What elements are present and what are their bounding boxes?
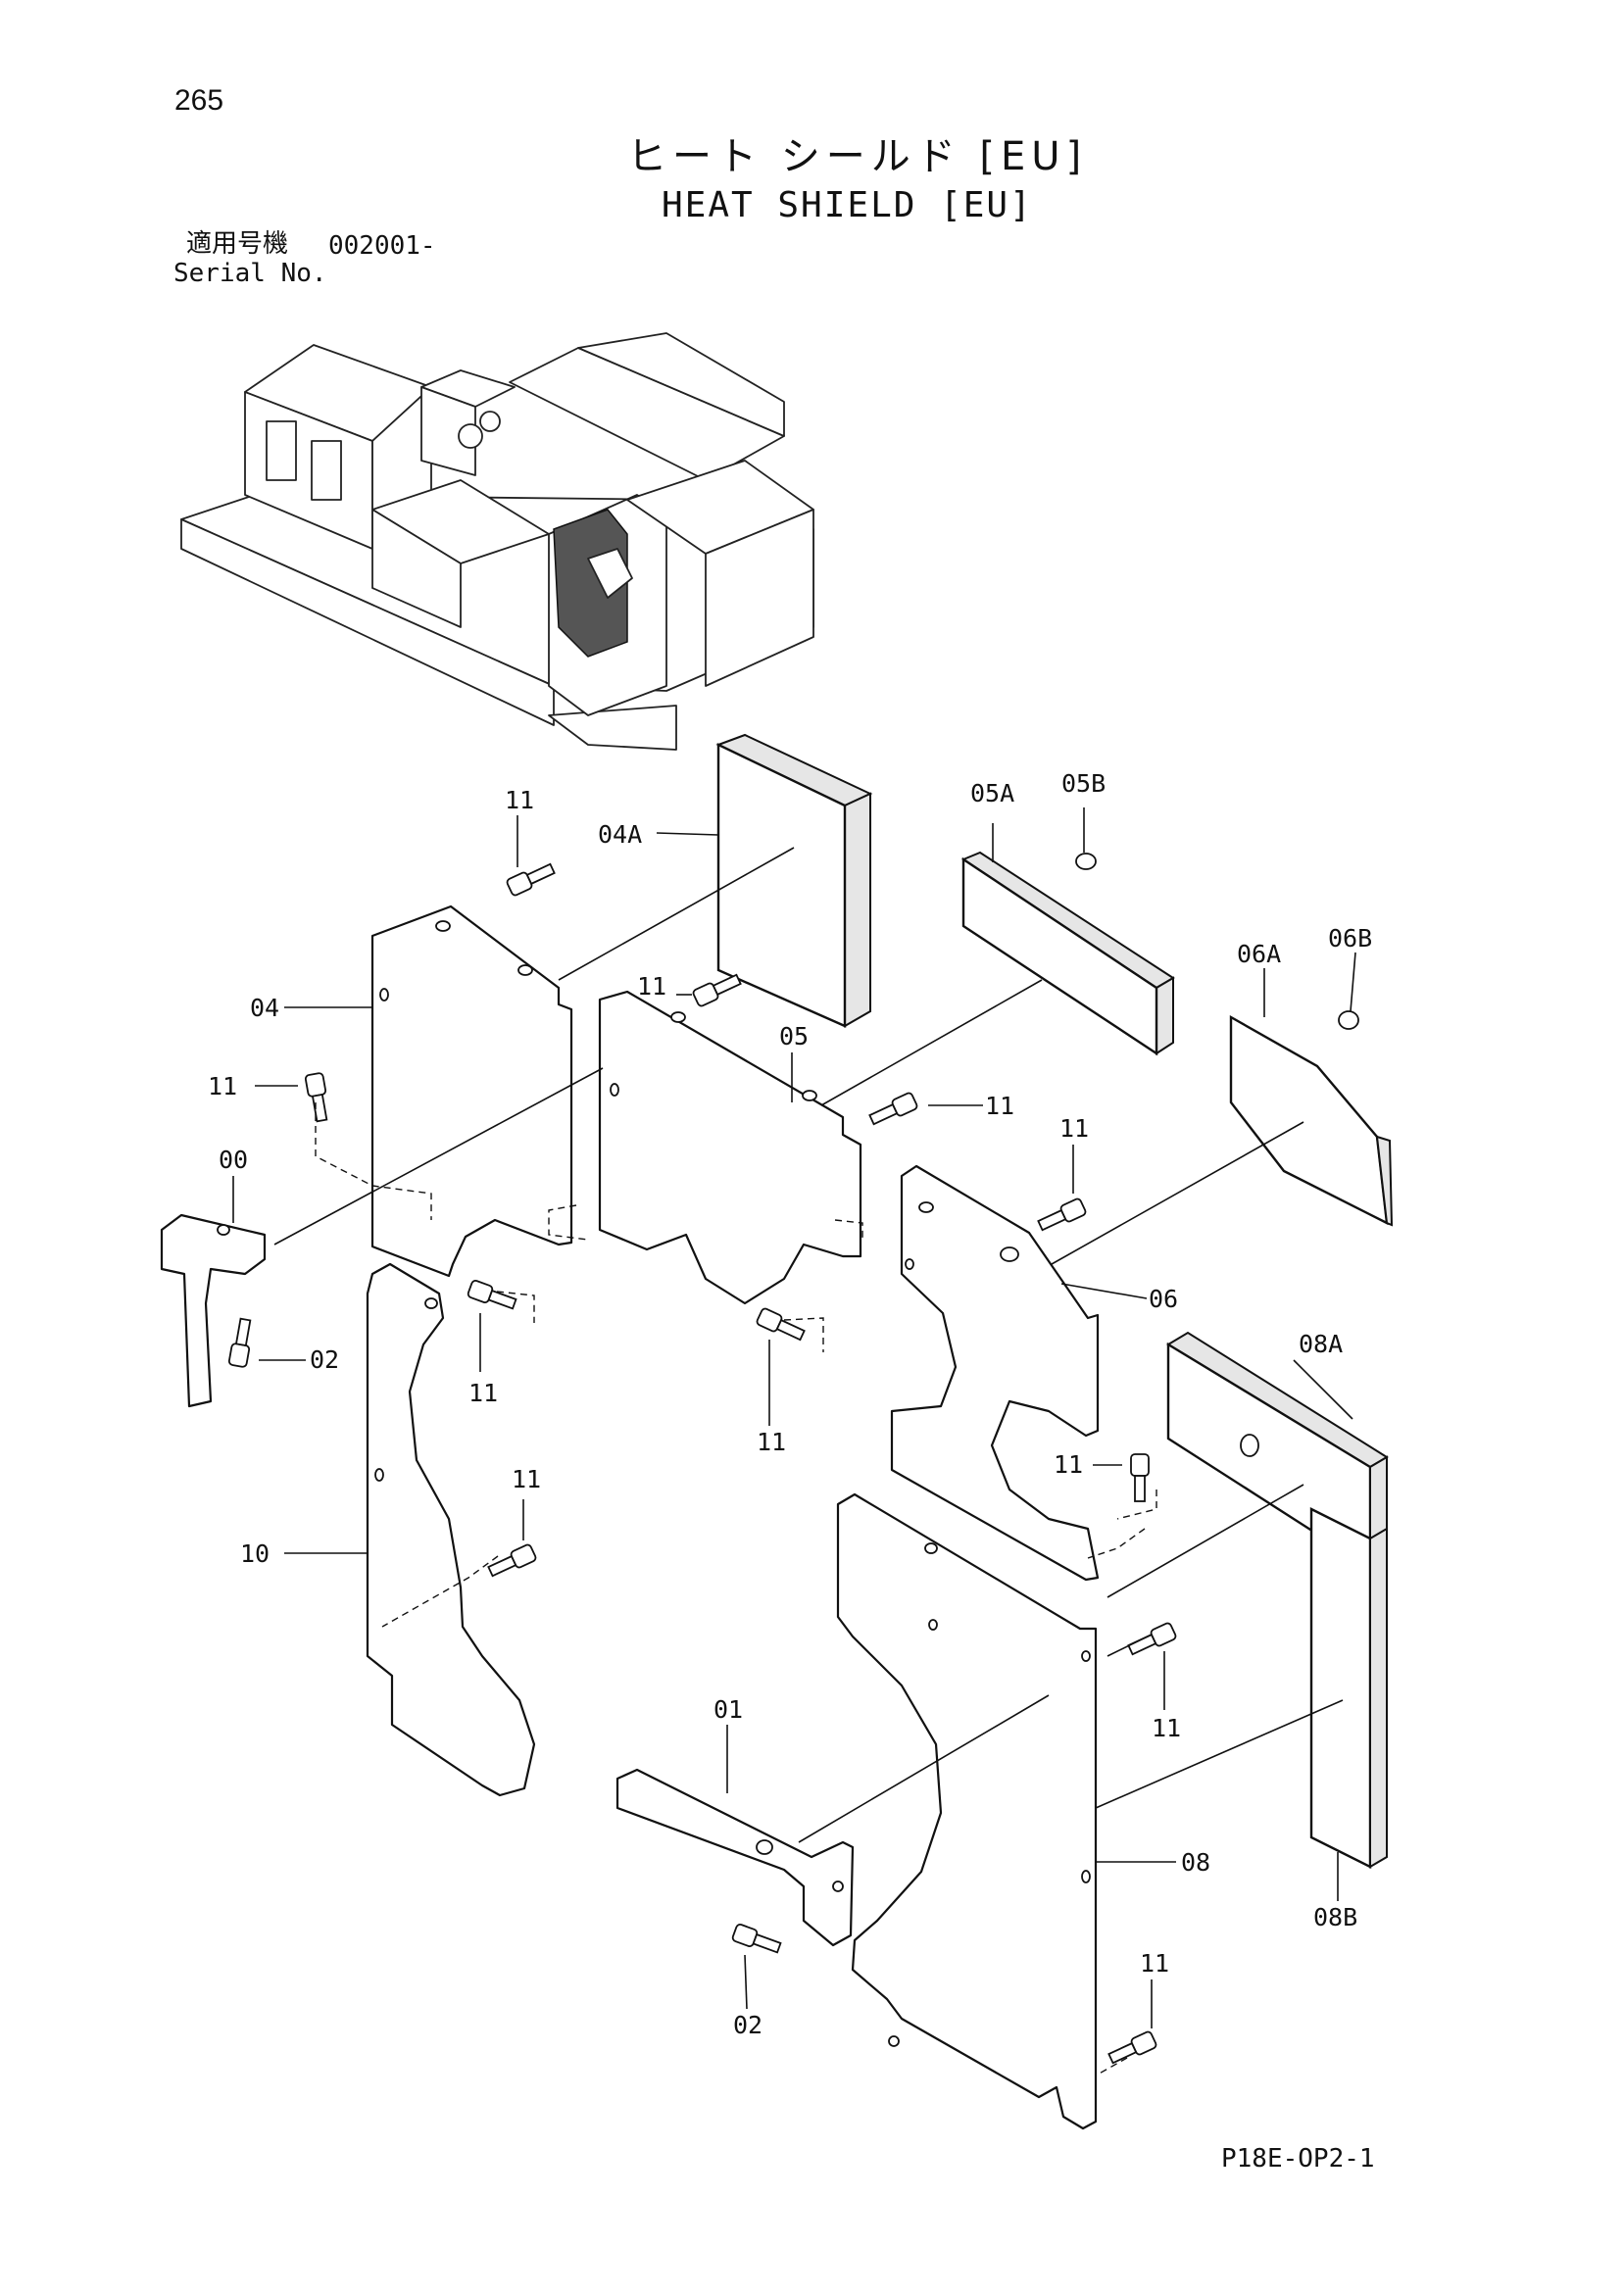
hidden-lines (315, 1102, 1157, 2076)
callout-06: 06 (1149, 1285, 1178, 1313)
callout-11: 11 (512, 1465, 541, 1493)
callout-06B: 06B (1328, 924, 1372, 953)
callout-04A: 04A (598, 820, 642, 849)
machine-overview-illustration (180, 332, 814, 751)
callout-11: 11 (1140, 1949, 1169, 1978)
serial-label-japanese: 適用号機 (186, 229, 289, 259)
bracket-00 (160, 1213, 267, 1408)
bracket-01 (615, 1768, 855, 1947)
title-english: HEAT SHIELD [EU] (662, 185, 1033, 225)
callout-02: 02 (310, 1345, 339, 1374)
callout-08: 08 (1181, 1848, 1210, 1877)
washer-06B (1338, 1010, 1359, 1030)
panel-04 (370, 904, 573, 1278)
callout-08A: 08A (1299, 1330, 1343, 1358)
mounting-holes (217, 920, 1091, 2047)
callout-10: 10 (240, 1539, 270, 1568)
pad-05A (960, 851, 1175, 1056)
document-id: P18E-OP2-1 (1221, 2144, 1375, 2174)
bolts (227, 862, 1177, 2065)
callout-11: 11 (757, 1428, 786, 1456)
leader-lines (232, 807, 1356, 2028)
callout-11: 11 (985, 1092, 1014, 1120)
serial-label-english: Serial No. (173, 259, 327, 288)
panel-05 (598, 990, 862, 1305)
callout-11: 11 (1152, 1714, 1181, 1742)
page-number: 265 (174, 84, 224, 117)
callout-11: 11 (468, 1379, 498, 1407)
callout-11: 11 (1054, 1450, 1083, 1479)
callout-labels: 11 04A 05A 05B 06A 06B 04 11 05 11 11 00… (208, 769, 1372, 2039)
callout-02: 02 (733, 2011, 762, 2039)
callout-06A: 06A (1237, 940, 1281, 968)
callout-11: 11 (208, 1072, 237, 1100)
washer-05B (1075, 853, 1097, 870)
panel-08 (836, 1492, 1098, 2130)
pad-08B (1309, 1507, 1388, 1869)
callout-04: 04 (250, 994, 279, 1022)
callout-01: 01 (713, 1695, 743, 1724)
panel-06 (890, 1164, 1100, 1582)
pad-06A (1229, 1014, 1394, 1227)
callout-05B: 05B (1061, 769, 1106, 798)
callout-11: 11 (637, 972, 666, 1001)
callout-11: 11 (1059, 1114, 1089, 1143)
panel-10 (366, 1262, 536, 1797)
callout-11: 11 (505, 786, 534, 814)
callout-05: 05 (779, 1022, 809, 1050)
callout-05A: 05A (970, 779, 1014, 807)
callout-00: 00 (219, 1146, 248, 1174)
pad-04A (715, 733, 873, 1028)
callout-08B: 08B (1313, 1903, 1357, 1931)
title-japanese: ヒート シールド [EU] (627, 134, 1088, 179)
serial-number-value: 002001- (328, 231, 436, 261)
